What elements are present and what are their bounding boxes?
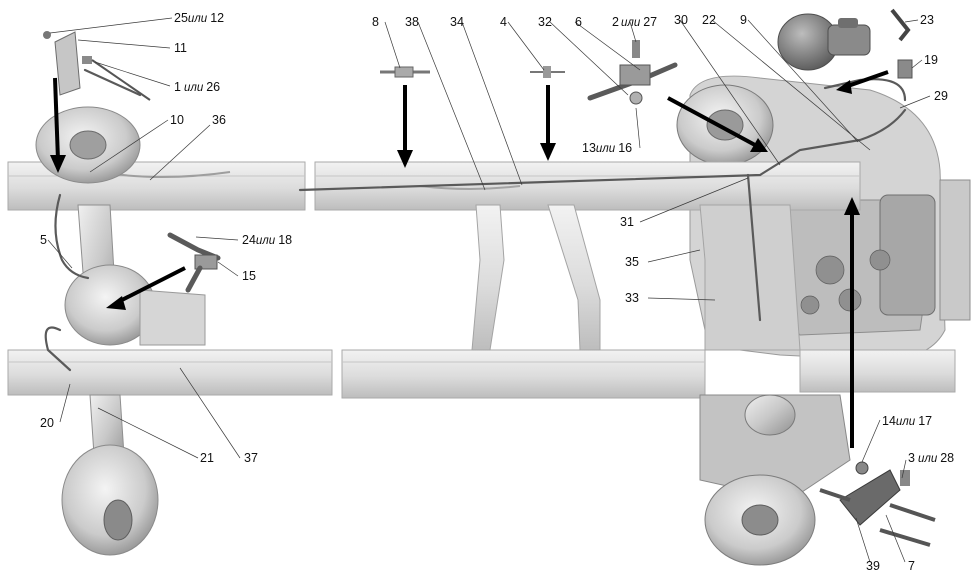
frame-cross-members [471, 204, 801, 351]
callout-21: 21 [200, 451, 214, 465]
callout-31: 31 [620, 215, 634, 229]
pointer-arrows [50, 70, 889, 448]
callout-34: 34 [450, 15, 464, 29]
callout-5: 5 [40, 233, 47, 247]
callout-37: 37 [244, 451, 258, 465]
upper-frame-rail [7, 161, 861, 211]
callout-36: 36 [212, 113, 226, 127]
lower-frame-rail [7, 349, 956, 399]
callout-9: 9 [740, 13, 747, 27]
callout-20: 20 [40, 416, 54, 430]
detail-bracket-11 [43, 31, 151, 101]
callout-22: 22 [702, 13, 716, 27]
callout-6: 6 [575, 15, 582, 29]
callout-38: 38 [405, 15, 419, 29]
callout-23: 23 [920, 13, 934, 27]
detail-tee-6 [587, 40, 678, 105]
callout-33: 33 [625, 291, 639, 305]
detail-tee-19 [890, 8, 913, 79]
callout-39: 39 [866, 559, 880, 573]
callout-8: 8 [372, 15, 379, 29]
callout-29: 29 [934, 89, 948, 103]
callout-11: 11 [174, 41, 187, 55]
detail-clip-8 [380, 66, 430, 78]
leader-lines [47, 17, 931, 563]
callout-4: 4 [500, 15, 507, 29]
brake-booster [777, 13, 871, 71]
callout-19: 19 [924, 53, 938, 67]
callout-10: 10 [170, 113, 184, 127]
detail-clip-4 [530, 66, 565, 78]
callout-32: 32 [538, 15, 552, 29]
detail-bracket-39 [819, 461, 936, 547]
callout-30: 30 [674, 13, 688, 27]
callout-7: 7 [908, 559, 915, 573]
front-suspension [699, 394, 851, 566]
callout-35: 35 [625, 255, 639, 269]
callout-15: 15 [242, 269, 256, 283]
detail-tee-15 [167, 232, 221, 293]
